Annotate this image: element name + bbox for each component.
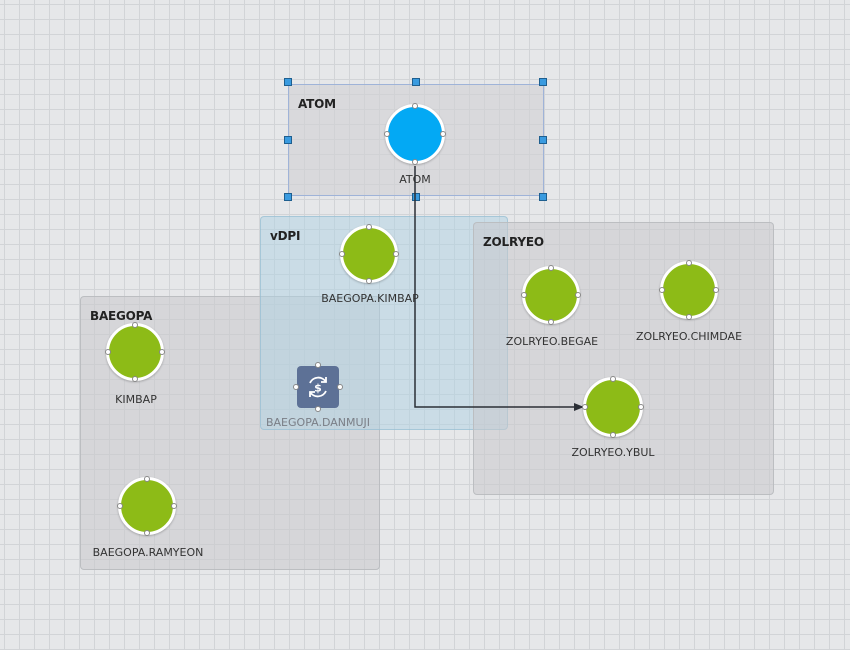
node-label-kimbap: KIMBAP [115, 393, 157, 406]
svg-text:$: $ [314, 382, 322, 395]
node-label-zolryeo-ybul: ZOLRYEO.YBUL [571, 446, 655, 459]
currency-exchange-icon: $ [309, 376, 327, 398]
port-top[interactable] [610, 376, 616, 382]
group-title-zolryeo: ZOLRYEO [483, 235, 544, 249]
group-title-vdpi: vDPI [270, 229, 301, 243]
port-right[interactable] [171, 503, 177, 509]
port-right[interactable] [159, 349, 165, 355]
port-top[interactable] [412, 103, 418, 109]
node-label-baegopa-danmuji: BAEGOPA.DANMUJI [265, 416, 371, 429]
group-title-atom: ATOM [298, 97, 336, 111]
port-right[interactable] [638, 404, 644, 410]
node-baegopa-danmuji[interactable]: $ [293, 362, 343, 412]
port-top[interactable] [548, 265, 554, 271]
port-bottom[interactable] [548, 319, 554, 325]
node-baegopa-ramyeon[interactable] [117, 476, 177, 536]
port-right[interactable] [440, 131, 446, 137]
port-bottom[interactable] [412, 159, 418, 165]
group-zolryeo[interactable]: ZOLRYEO [473, 222, 774, 495]
port-left[interactable] [105, 349, 111, 355]
port-left[interactable] [521, 292, 527, 298]
port-left[interactable] [659, 287, 665, 293]
port-bottom[interactable] [686, 314, 692, 320]
node-atom[interactable] [384, 103, 446, 165]
port-left[interactable] [582, 404, 588, 410]
port-right[interactable] [713, 287, 719, 293]
node-zolryeo-begae[interactable] [521, 265, 581, 325]
port-left[interactable] [293, 384, 299, 390]
node-label-baegopa-kimbap: BAEGOPA.KIMBAP [321, 292, 419, 305]
port-bottom[interactable] [132, 376, 138, 382]
port-bottom[interactable] [144, 530, 150, 536]
node-baegopa-kimbap[interactable] [339, 224, 399, 284]
resize-handle-bottom-right[interactable] [539, 193, 547, 201]
port-bottom[interactable] [315, 406, 321, 412]
node-label-atom: ATOM [399, 173, 431, 186]
port-right[interactable] [393, 251, 399, 257]
port-bottom[interactable] [366, 278, 372, 284]
node-label-baegopa-ramyeon: BAEGOPA.RAMYEON [92, 546, 204, 559]
resize-handle-bottom-left[interactable] [284, 193, 292, 201]
group-title-baegopa: BAEGOPA [90, 309, 153, 323]
port-left[interactable] [117, 503, 123, 509]
port-top[interactable] [686, 260, 692, 266]
node-zolryeo-chimdae[interactable] [659, 260, 719, 320]
resize-handle-bottom[interactable] [412, 193, 420, 201]
port-top[interactable] [144, 476, 150, 482]
edge-atom-to-zolryeo-ybul[interactable] [414, 166, 584, 411]
port-top[interactable] [315, 362, 321, 368]
node-label-zolryeo-begae: ZOLRYEO.BEGAE [505, 335, 599, 348]
port-right[interactable] [337, 384, 343, 390]
port-top[interactable] [132, 322, 138, 328]
node-label-zolryeo-chimdae: ZOLRYEO.CHIMDAE [635, 330, 743, 343]
node-zolryeo-ybul[interactable] [582, 376, 644, 438]
resize-handle-top[interactable] [412, 78, 420, 86]
resize-handle-left[interactable] [284, 136, 292, 144]
resize-handle-top-right[interactable] [539, 78, 547, 86]
resize-handle-right[interactable] [539, 136, 547, 144]
resize-handle-top-left[interactable] [284, 78, 292, 86]
port-top[interactable] [366, 224, 372, 230]
port-left[interactable] [339, 251, 345, 257]
node-kimbap[interactable] [105, 322, 165, 382]
port-left[interactable] [384, 131, 390, 137]
port-bottom[interactable] [610, 432, 616, 438]
port-right[interactable] [575, 292, 581, 298]
